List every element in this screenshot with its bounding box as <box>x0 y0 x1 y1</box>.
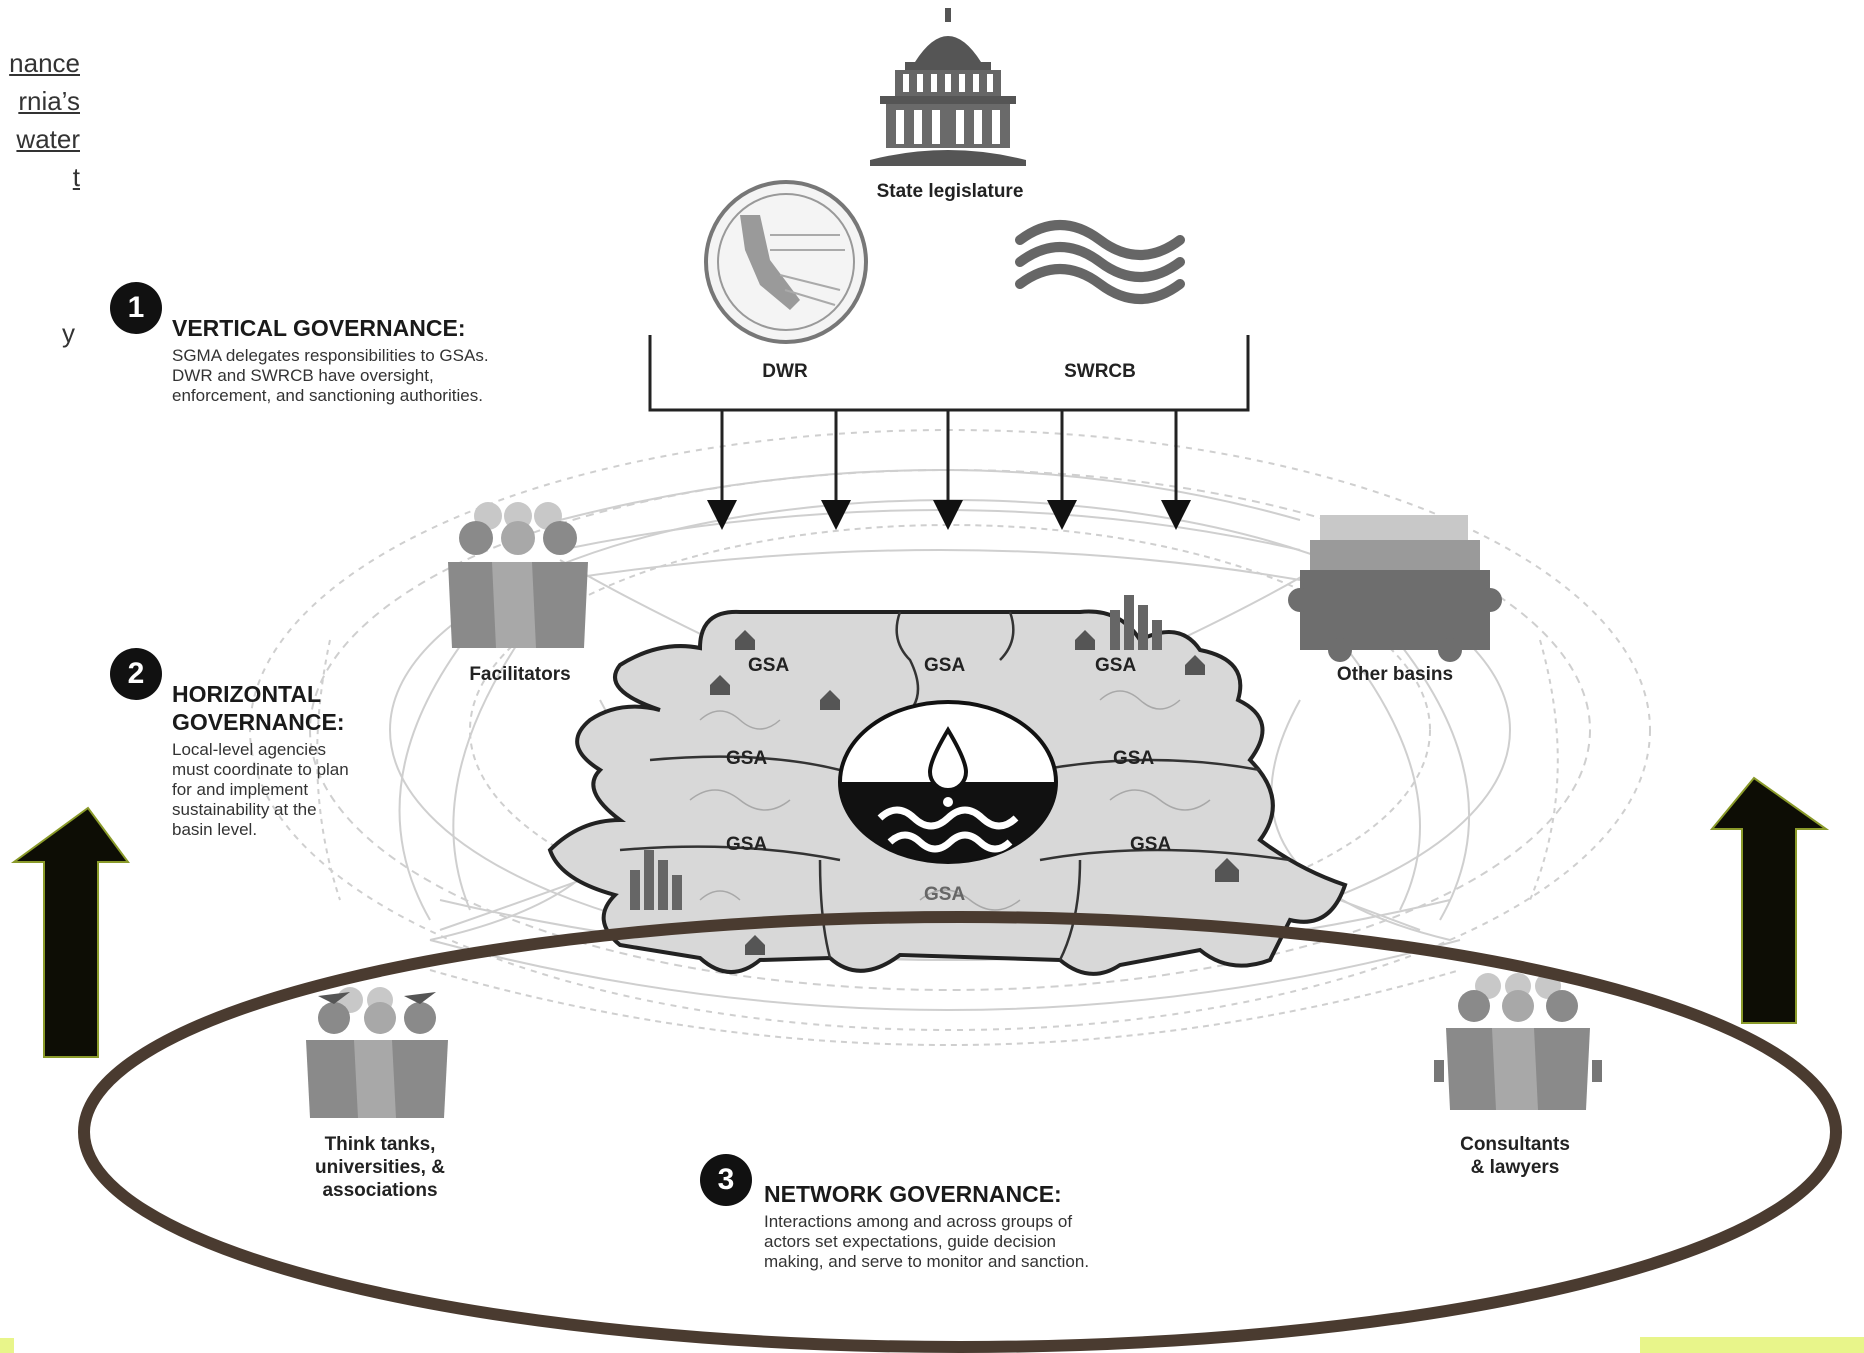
desc-line: making, and serve to monitor and sanctio… <box>764 1252 1090 1271</box>
swrcb-waves-icon <box>1015 220 1185 304</box>
gsa-label: GSA <box>748 655 790 676</box>
gsa-label: GSA <box>726 748 768 769</box>
swrcb-label: SWRCB <box>1064 361 1136 382</box>
gsa-label: GSA <box>726 834 768 855</box>
capitol-icon <box>870 8 1026 166</box>
desc-line: sustainability at the <box>172 800 317 819</box>
desc-line: Local-level agencies <box>172 740 327 759</box>
network-governance-desc: Interactions among and across groups of … <box>764 1212 1089 1272</box>
title-line: HORIZONTAL <box>172 681 322 707</box>
desc-line: SGMA delegates responsibilities to GSAs. <box>172 346 489 365</box>
side-text-fragment: y <box>62 318 75 348</box>
side-link-line[interactable]: water <box>16 124 80 154</box>
desc-line: Interactions among and across groups of <box>764 1212 1073 1231</box>
label-line: & lawyers <box>1470 1157 1560 1178</box>
gsa-label: GSA <box>1130 834 1172 855</box>
section-1-number: 1 <box>110 282 162 334</box>
side-link-line[interactable]: rnia’s <box>18 86 80 116</box>
gsa-label: GSA <box>1113 748 1155 769</box>
label-line: Think tanks, <box>324 1134 436 1155</box>
gsa-label: GSA <box>924 655 966 676</box>
vertical-governance-desc: SGMA delegates responsibilities to GSAs.… <box>172 346 489 406</box>
desc-line: for and implement <box>172 780 309 799</box>
dwr-label: DWR <box>762 361 808 382</box>
title-line: GOVERNANCE: <box>172 709 345 735</box>
highlight-fragment-left <box>0 1338 14 1353</box>
consultants-label: Consultants & lawyers <box>1430 1133 1600 1179</box>
side-link-text[interactable]: nance rnia’s water t <box>0 44 80 196</box>
think-tanks-label: Think tanks, universities, & association… <box>290 1133 470 1202</box>
vertical-authority-bracket <box>648 335 1250 530</box>
state-legislature-label: State legislature <box>876 181 1024 202</box>
facilitators-people-icon <box>448 502 588 648</box>
dwr-seal-icon <box>704 180 868 344</box>
desc-line: must coordinate to plan <box>172 760 349 779</box>
label-line: associations <box>322 1180 438 1201</box>
label-line: Consultants <box>1460 1134 1570 1155</box>
facilitators-label: Facilitators <box>469 664 571 685</box>
desc-line: DWR and SWRCB have oversight, <box>172 366 434 385</box>
desc-line: basin level. <box>172 820 258 839</box>
desc-line: actors set expectations, guide decision <box>764 1232 1057 1251</box>
gsa-label: GSA <box>1095 655 1137 676</box>
desc-line: enforcement, and sanctioning authorities… <box>172 386 483 405</box>
vertical-governance-title: VERTICAL GOVERNANCE: <box>172 315 466 341</box>
section-2-number: 2 <box>110 648 162 700</box>
up-arrow-left-icon <box>10 806 130 1058</box>
section-3-number: 3 <box>700 1154 752 1206</box>
horizontal-governance-desc: Local-level agencies must coordinate to … <box>172 740 349 840</box>
think-tanks-people-icon <box>306 987 448 1118</box>
other-basins-label: Other basins <box>1336 664 1454 685</box>
up-arrow-right-icon <box>1709 776 1830 1024</box>
consultants-people-icon <box>1434 973 1602 1110</box>
basin-puzzle <box>547 595 1348 976</box>
network-governance-title: NETWORK GOVERNANCE: <box>764 1181 1062 1207</box>
other-basins-icon <box>1288 515 1502 662</box>
highlight-fragment-right <box>1640 1337 1864 1353</box>
side-link-line[interactable]: t <box>72 162 80 192</box>
horizontal-governance-title: HORIZONTAL GOVERNANCE: <box>172 680 345 736</box>
label-line: universities, & <box>315 1157 445 1178</box>
side-link-line[interactable]: nance <box>9 48 80 78</box>
network-highlight-ellipse <box>78 911 1842 1353</box>
gsa-label: GSA <box>924 884 966 905</box>
